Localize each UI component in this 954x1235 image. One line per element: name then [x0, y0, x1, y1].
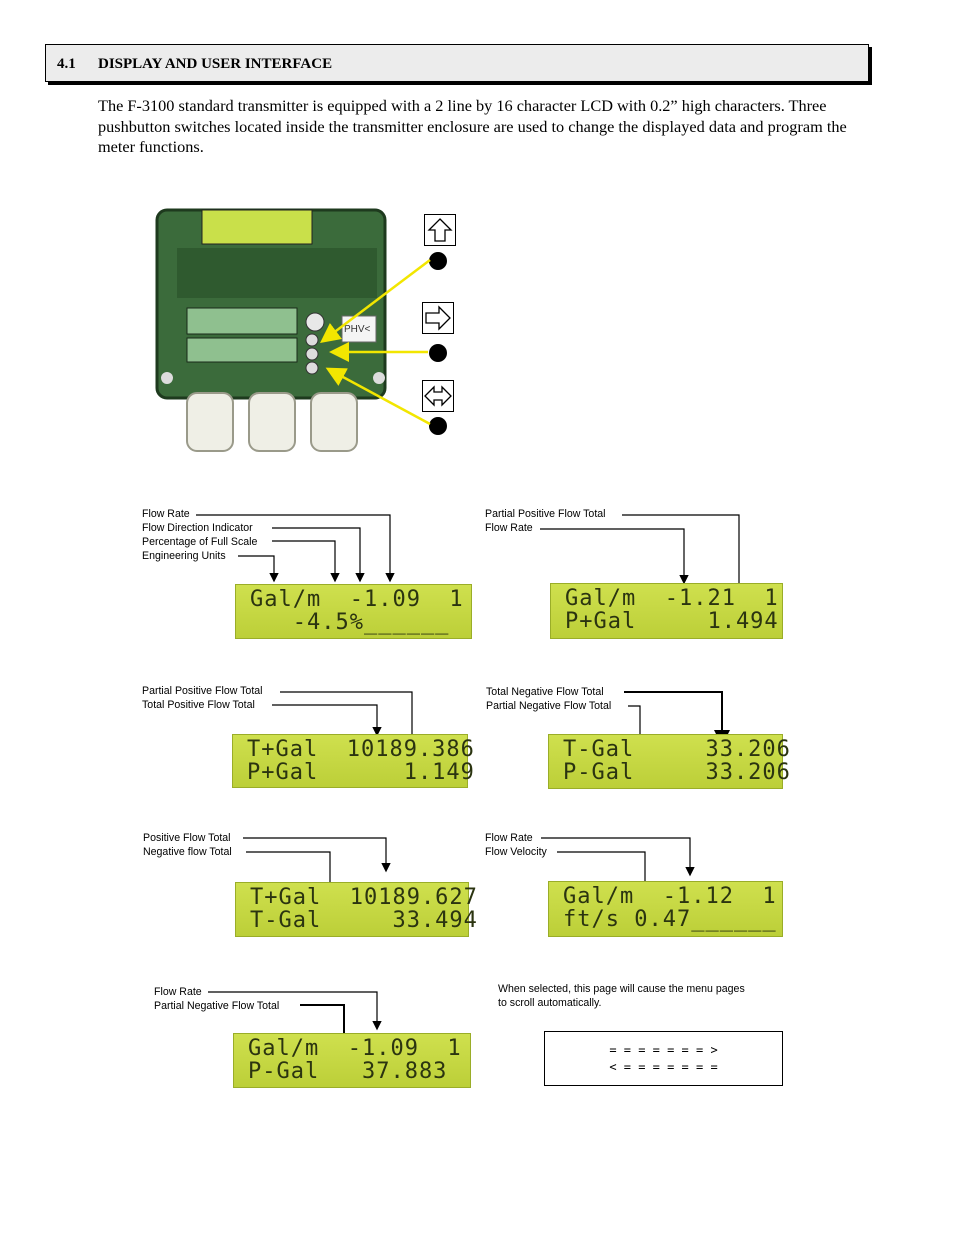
- lcd-line-1: Gal/m -1.09 1: [250, 587, 464, 612]
- lcd-display-7: Gal/m -1.09 1 P-Gal 37.883: [233, 1033, 471, 1088]
- intro-paragraph: The F-3100 standard transmitter is equip…: [98, 96, 847, 156]
- button-marker-2: [429, 344, 447, 362]
- scroll-line-2: < = = = = = = =: [609, 1060, 718, 1074]
- lcd-display-4: T-Gal 33.206 P-Gal 33.206: [548, 734, 791, 789]
- lcd-display-5: T+Gal 10189.627 T-Gal 33.494: [235, 882, 478, 937]
- label-flow-rate: Flow Rate: [154, 986, 202, 998]
- label-total-positive: Total Positive Flow Total: [142, 699, 255, 711]
- label-flow-rate: Flow Rate: [485, 832, 533, 844]
- up-arrow-icon: [424, 214, 456, 246]
- lcd-display-1: Gal/m -1.09 1 -4.5%______: [235, 584, 472, 639]
- lcd-line-1: T+Gal 10189.627: [250, 885, 478, 910]
- button-marker-1: [429, 252, 447, 270]
- lcd-line-2: P-Gal 33.206: [563, 760, 791, 785]
- lcd-line-1: T-Gal 33.206: [563, 737, 791, 762]
- scroll-display: = = = = = = = > < = = = = = = =: [544, 1031, 783, 1086]
- lcd-display-3: T+Gal 10189.386 P+Gal 1.149: [232, 734, 475, 788]
- label-percentage: Percentage of Full Scale: [142, 536, 258, 548]
- label-flow-velocity: Flow Velocity: [485, 846, 547, 858]
- section-title: DISPLAY AND USER INTERFACE: [98, 56, 333, 72]
- label-total-negative: Total Negative Flow Total: [486, 686, 604, 698]
- lcd-line-1: Gal/m -1.12 1: [563, 884, 777, 909]
- button-marker-3: [429, 417, 447, 435]
- section-header: 4.1 DISPLAY AND USER INTERFACE: [45, 44, 869, 82]
- lcd-line-2: P+Gal 1.494: [565, 609, 779, 634]
- sticker-text: PHV<: [344, 324, 371, 335]
- lcd-line-2: P-Gal 37.883: [248, 1059, 448, 1084]
- lcd-line-2: ft/s 0.47______: [563, 907, 777, 932]
- lcd-display-2: Gal/m -1.21 1 P+Gal 1.494: [550, 583, 783, 639]
- lcd-line-1: Gal/m -1.21 1: [565, 586, 779, 611]
- left-right-arrow-icon: [422, 380, 454, 412]
- scroll-caption-line-2: to scroll automatically.: [498, 997, 602, 1009]
- section-number: 4.1: [57, 56, 76, 72]
- lcd-line-2: -4.5%______: [250, 610, 450, 635]
- lcd-line-1: Gal/m -1.09 1: [248, 1036, 462, 1061]
- lcd-line-1: T+Gal 10189.386: [247, 737, 475, 762]
- scroll-line-1: = = = = = = = >: [609, 1043, 718, 1057]
- lcd-line-2: T-Gal 33.494: [250, 908, 478, 933]
- label-partial-positive: Partial Positive Flow Total: [142, 685, 263, 697]
- label-flow-direction: Flow Direction Indicator: [142, 522, 253, 534]
- scroll-caption-line-1: When selected, this page will cause the …: [498, 983, 745, 995]
- right-arrow-icon: [422, 302, 454, 334]
- transmitter-photo: PHV<: [147, 188, 419, 468]
- label-partial-negative: Partial Negative Flow Total: [154, 1000, 280, 1012]
- lcd-line-2: P+Gal 1.149: [247, 760, 475, 785]
- label-engineering-units: Engineering Units: [142, 550, 226, 562]
- label-partial-positive: Partial Positive Flow Total: [485, 508, 606, 520]
- label-partial-negative: Partial Negative Flow Total: [486, 700, 612, 712]
- lcd-display-6: Gal/m -1.12 1 ft/s 0.47______: [548, 881, 783, 937]
- label-negative-total: Negative flow Total: [143, 846, 232, 858]
- label-flow-rate: Flow Rate: [142, 508, 190, 520]
- label-flow-rate: Flow Rate: [485, 522, 533, 534]
- label-positive-total: Positive Flow Total: [143, 832, 231, 844]
